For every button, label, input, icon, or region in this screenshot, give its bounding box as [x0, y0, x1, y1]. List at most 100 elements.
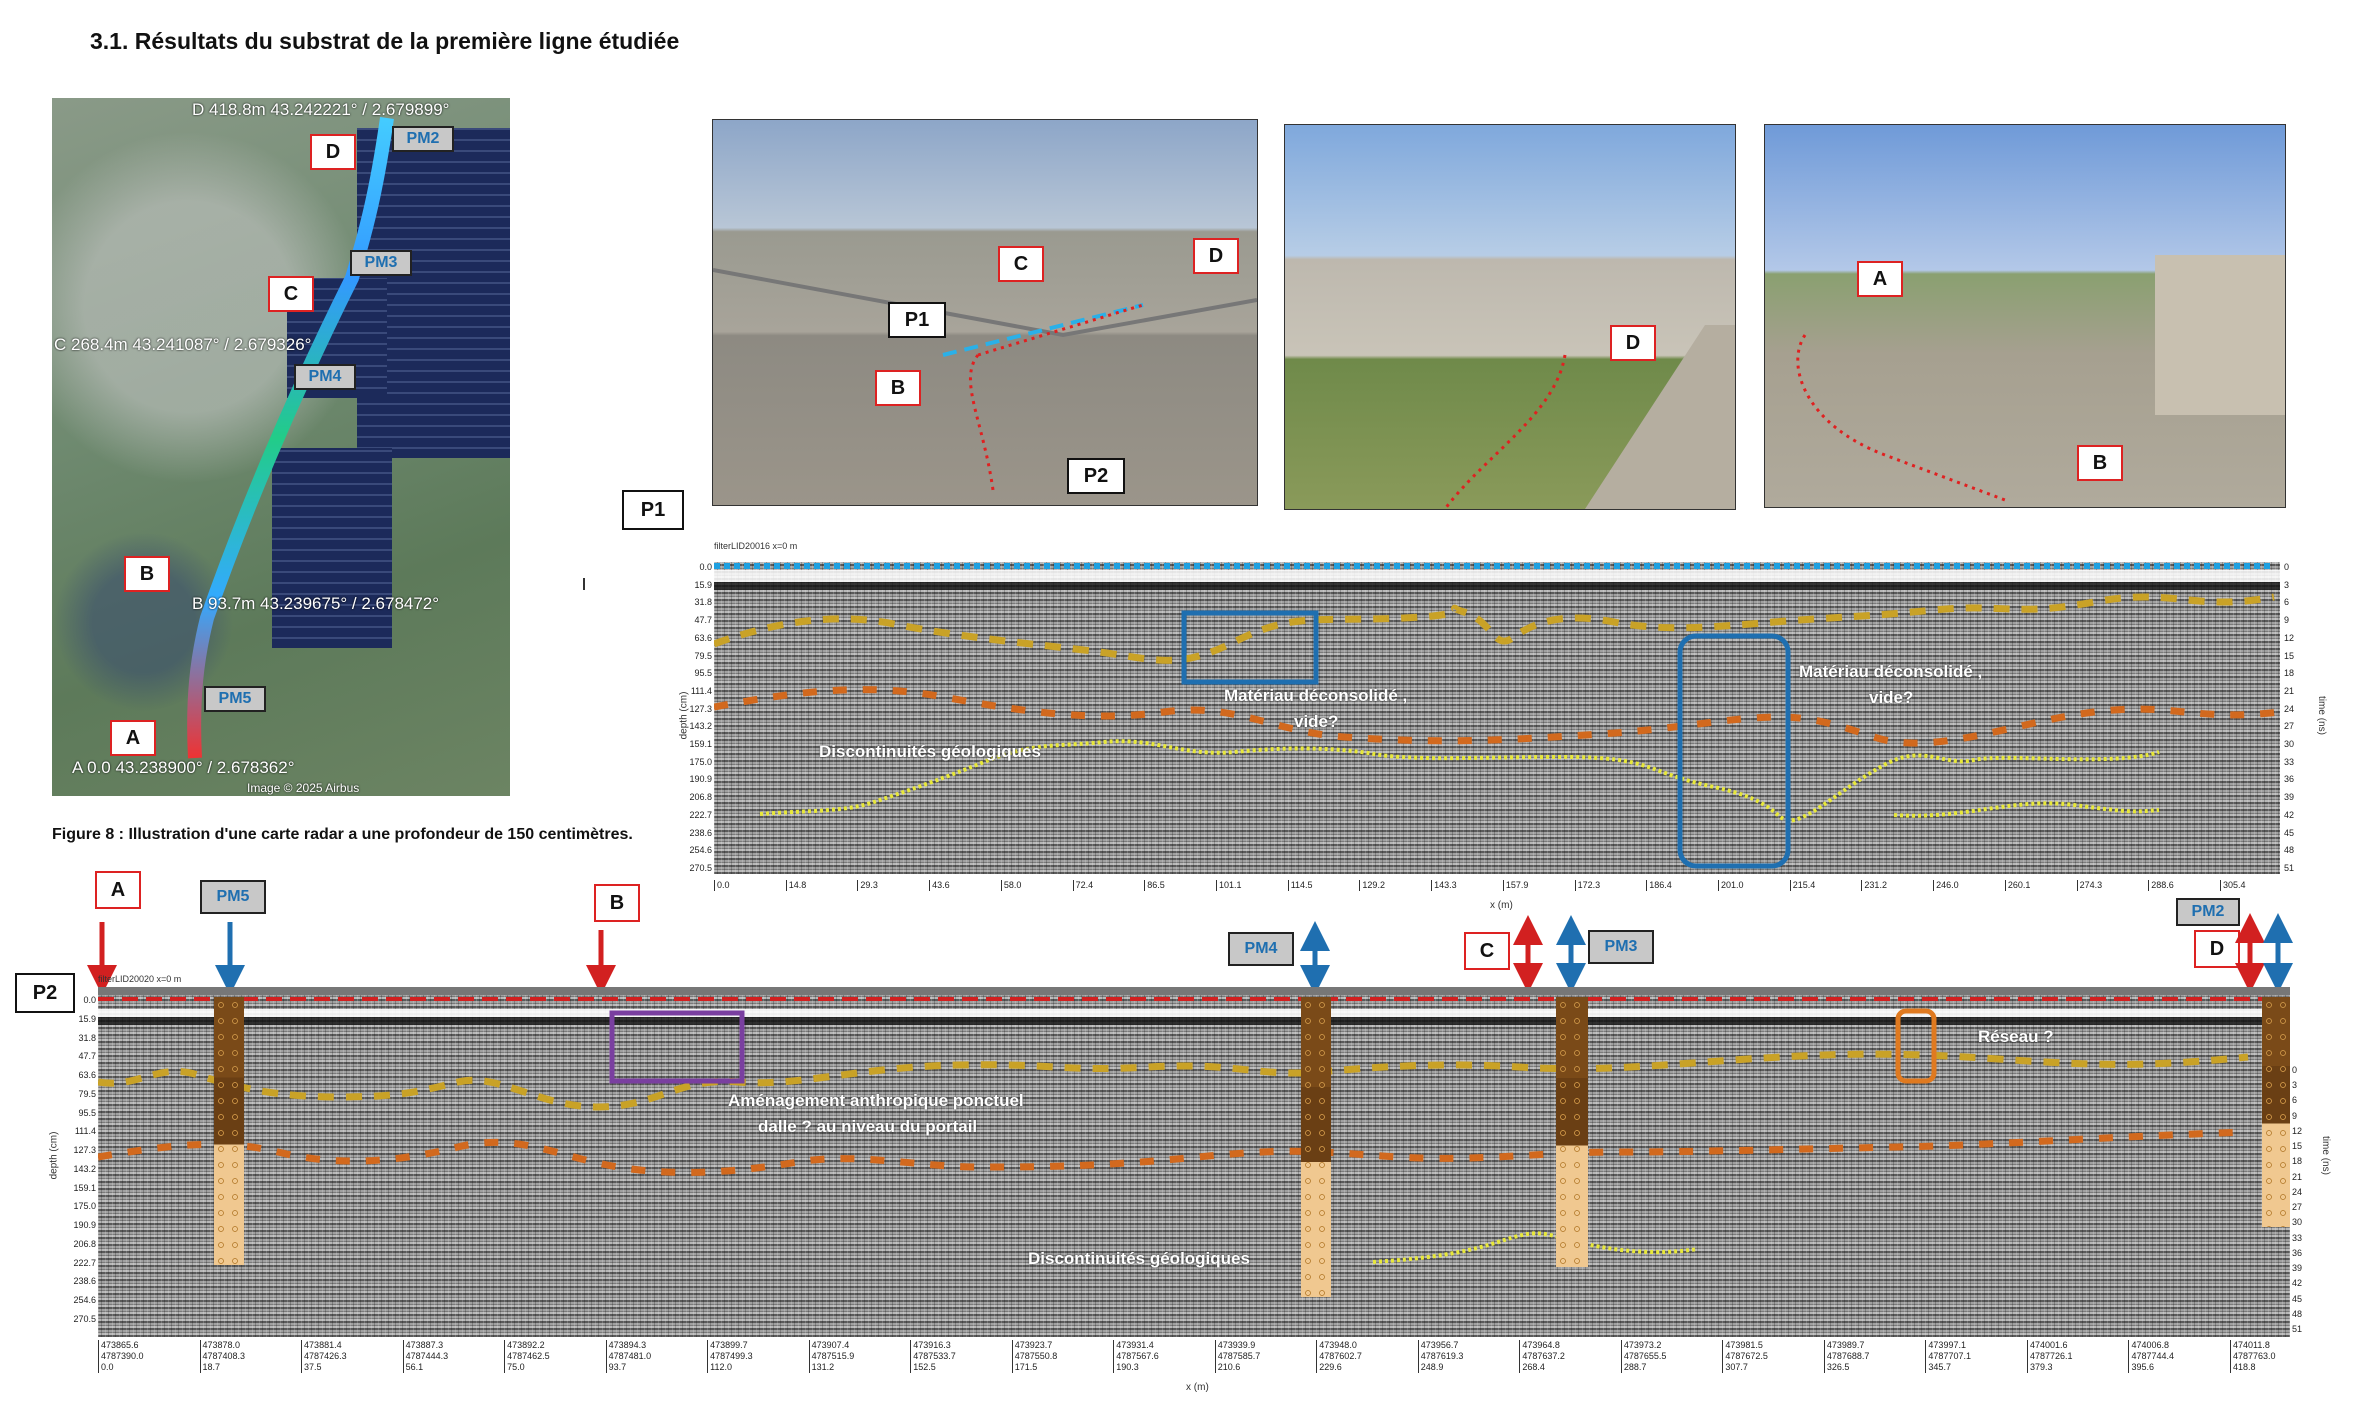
p1-x-tick: 172.3: [1574, 880, 1600, 891]
p2-time-tick: 15: [2292, 1141, 2303, 1152]
p2-annotation: Discontinuités géologiques: [1028, 1249, 1250, 1268]
p2-depth-tick: 47.7: [78, 1051, 96, 1062]
coord-d: D 418.8m 43.242221° / 2.679899°: [192, 100, 450, 119]
core-log-pm4: [1301, 997, 1331, 1297]
p1-depth-tick: 175.0: [689, 756, 712, 767]
p2-time-tick: 30: [2292, 1217, 2303, 1228]
p1-time-tick: 0: [2284, 562, 2290, 572]
p1-depth-tick: 0.0: [699, 562, 712, 572]
p2-time-tick: 51: [2292, 1324, 2303, 1334]
p2-time-tick: 42: [2292, 1278, 2303, 1289]
coord-c: C 268.4m 43.241087° / 2.679326°: [54, 335, 312, 354]
solar-panels: [272, 448, 392, 648]
p2-depth-tick: 254.6: [73, 1295, 96, 1306]
p2-depth-tick: 206.8: [73, 1238, 96, 1249]
p2-depth-tick: 190.9: [73, 1220, 96, 1231]
p1-time-tick: 39: [2284, 792, 2295, 803]
p1-x-tick: 201.0: [1718, 880, 1744, 891]
core-log-pm3: [1556, 997, 1588, 1267]
figure-caption: Figure 8 : Illustration d'une carte rada…: [52, 826, 633, 843]
map-label-a: A: [110, 720, 156, 756]
p2-depth-tick: 79.5: [78, 1088, 96, 1099]
p2-annotation: Aménagement anthropique ponctuel: [728, 1091, 1024, 1110]
p2-time-tick: 0: [2292, 1065, 2298, 1075]
p2-depth-tick: 270.5: [73, 1314, 96, 1324]
photo1-label-c: C: [998, 246, 1044, 282]
radargram-p1: Matériau déconsolidé , vide? Discontinui…: [714, 562, 2280, 874]
p2-time-label: time (ns): [2319, 1136, 2331, 1175]
p1-overlay: [714, 563, 2280, 869]
p1-x-tick: 246.0: [1933, 880, 1959, 891]
p1-marker-pm2: PM2: [2176, 898, 2240, 926]
p2-time-tick: 3: [2292, 1080, 2298, 1091]
p2-depth-tick: 111.4: [74, 1126, 96, 1137]
map-label-c: C: [268, 276, 314, 312]
p1-depth-tick: 159.1: [689, 739, 712, 750]
p1-header: filterLID20016 x=0 m: [714, 541, 798, 551]
p2-time-tick: 36: [2292, 1247, 2303, 1258]
p1-time-tick: 15: [2284, 650, 2295, 661]
map-marker-pm5: PM5: [204, 686, 266, 712]
map-marker-pm3: PM3: [350, 250, 412, 276]
marker-a: A: [95, 871, 141, 909]
p1-time-tick: 36: [2284, 774, 2295, 785]
p1-annotation: vide?: [1294, 712, 1339, 731]
p1-time-tick: 9: [2284, 615, 2290, 626]
p1-x-tick: 0.0: [714, 880, 730, 891]
p2-time-tick: 18: [2292, 1156, 2303, 1167]
p1-time-tick: 33: [2284, 756, 2295, 767]
coord-b: B 93.7m 43.239675° / 2.678472°: [192, 594, 440, 613]
profile-tag-p2: P2: [15, 973, 75, 1013]
marker-pm4: PM4: [1228, 932, 1294, 966]
radar-track: [187, 117, 394, 759]
p2-time-tick: 48: [2292, 1308, 2303, 1319]
p1-time-tick: 30: [2284, 739, 2295, 750]
core-log-pm2: [2262, 997, 2290, 1227]
p1-annotation: Matériau déconsolidé ,: [1224, 686, 1408, 705]
p1-annotation: Matériau déconsolidé ,: [1799, 662, 1983, 681]
cursor-mark: [583, 578, 585, 590]
p1-depth-tick: 127.3: [689, 703, 712, 714]
photo1-label-p1: P1: [888, 302, 946, 338]
p2-time-tick: 12: [2292, 1125, 2303, 1136]
p1-x-tick: 58.0: [1000, 880, 1021, 891]
p1-depth-tick: 63.6: [694, 632, 712, 643]
p2-depth-tick: 143.2: [73, 1163, 96, 1174]
p1-x-tick: 43.6: [929, 880, 950, 891]
p2-x-label: x (m): [1186, 1382, 1209, 1393]
p2-time-tick: 24: [2292, 1186, 2303, 1197]
p1-depth-tick: 143.2: [689, 721, 712, 732]
photo1-label-b: B: [875, 370, 921, 406]
radar-map-image: D 418.8m 43.242221° / 2.679899° C 268.4m…: [52, 98, 510, 796]
p1-depth-tick: 270.5: [689, 863, 712, 873]
p2-depth-tick: 238.6: [73, 1276, 96, 1287]
p2-depth-tick: 31.8: [78, 1032, 96, 1043]
p1-time-tick: 3: [2284, 579, 2290, 590]
p2-time-tick: 21: [2292, 1171, 2303, 1182]
p1-x-tick: 305.4: [2220, 880, 2246, 891]
p2-time-tick: 9: [2292, 1110, 2298, 1121]
p1-x-tick: 157.9: [1502, 880, 1528, 891]
marker-arrows: [87, 913, 2293, 990]
photo3-label-a: A: [1857, 261, 1903, 297]
p1-depth-tick: 254.6: [689, 845, 712, 856]
map-label-b: B: [124, 556, 170, 592]
p1-time-tick: 24: [2284, 703, 2295, 714]
p2-time-tick: 27: [2292, 1202, 2303, 1213]
